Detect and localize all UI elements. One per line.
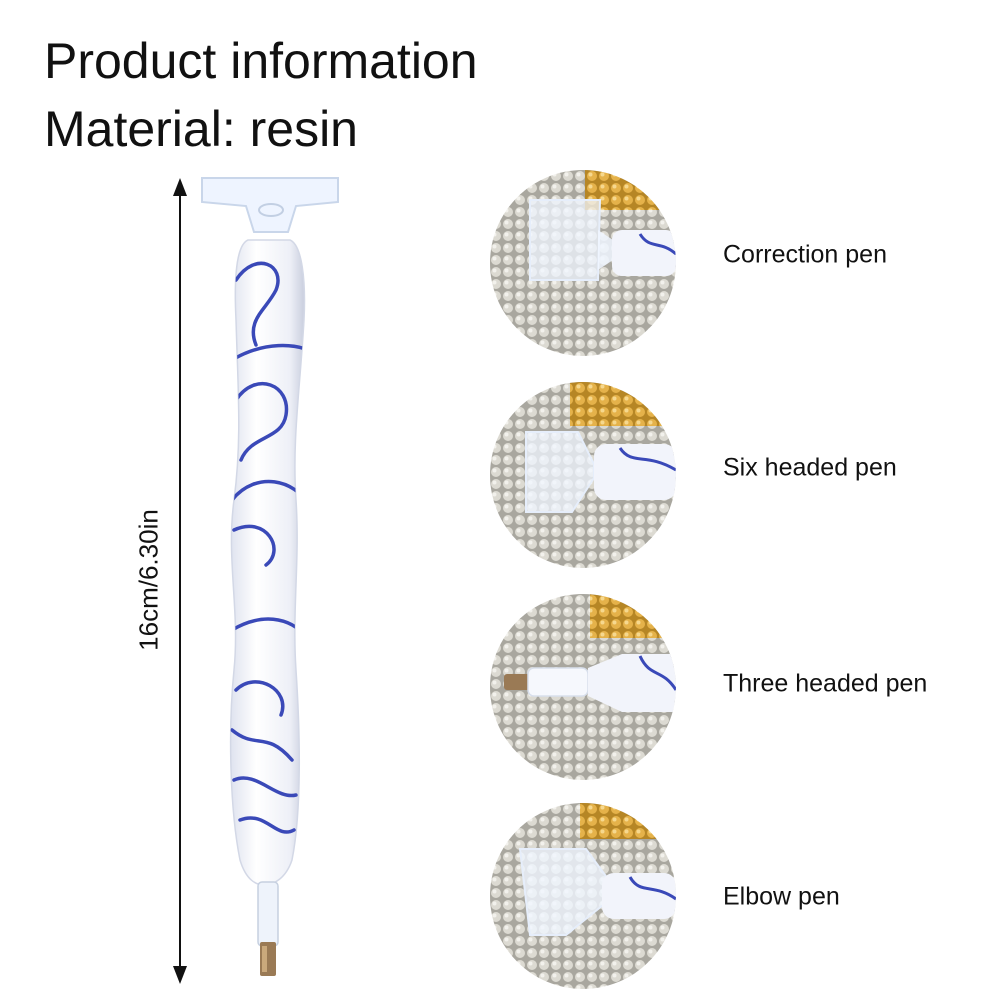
pen-type-label-elbow: Elbow pen (723, 882, 840, 911)
three-headed-pen-thumbnail (490, 594, 676, 780)
product-information-title: Product information (44, 33, 478, 89)
pen-type-label-correction: Correction pen (723, 240, 887, 269)
marble-pen-image (201, 177, 339, 976)
elbow-pen-thumbnail (490, 803, 676, 989)
correction-pen-thumbnail (490, 170, 676, 356)
pen-type-label-three-headed: Three headed pen (723, 669, 928, 698)
pen-type-label-six-headed: Six headed pen (723, 453, 897, 482)
material-label: Material: resin (44, 101, 358, 157)
six-headed-pen-thumbnail (490, 382, 676, 568)
dimension-arrow (173, 178, 187, 984)
